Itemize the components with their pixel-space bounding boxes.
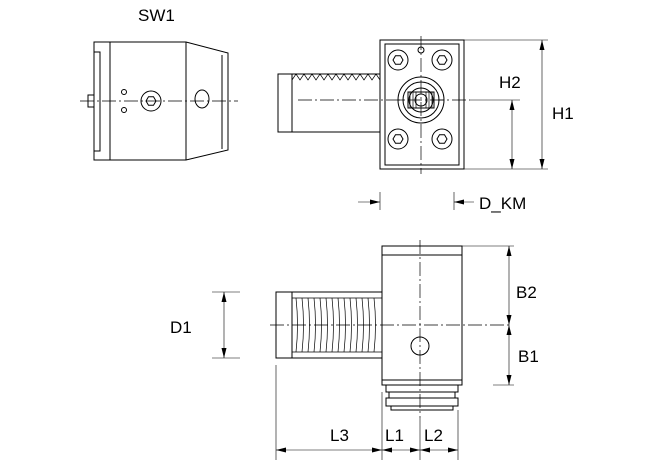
side-view-coolant-port xyxy=(194,89,210,109)
top-view: B2 B1 D1 L3 L1 L2 xyxy=(170,240,539,460)
front-view-body xyxy=(379,39,465,170)
front-view-bolt xyxy=(387,128,409,150)
front-view-bolt xyxy=(387,49,409,71)
b1-arrow-top xyxy=(506,325,512,335)
label-b1: B1 xyxy=(518,347,539,366)
side-view-hex-socket-icon xyxy=(145,96,157,106)
side-view-small-hole xyxy=(121,107,127,113)
front-view-body-inner xyxy=(384,43,460,166)
side-view-flange-lip xyxy=(93,51,101,152)
front-view-thread xyxy=(291,73,381,81)
l1-arrow-right xyxy=(410,447,420,453)
label-l1: L1 xyxy=(385,426,404,445)
l2-arrow-right xyxy=(448,447,458,453)
top-view-body xyxy=(381,245,463,386)
label-h2: H2 xyxy=(499,73,521,92)
b1-arrow-bottom xyxy=(506,375,512,385)
h1-arrow-bottom xyxy=(539,159,545,169)
side-view-small-hole xyxy=(121,89,127,95)
label-l3: L3 xyxy=(330,426,349,445)
d1-arrow-bottom xyxy=(221,348,227,358)
label-d-km: D_KM xyxy=(479,194,526,213)
label-b2: B2 xyxy=(516,283,537,302)
l3-arrow-right xyxy=(372,447,382,453)
label-d1: D1 xyxy=(170,318,192,337)
label-sw1: SW1 xyxy=(138,6,175,25)
front-view: H1 H2 D_KM xyxy=(277,36,574,213)
h1-arrow-top xyxy=(539,40,545,50)
label-l2: L2 xyxy=(424,426,443,445)
top-view-spindle-nose xyxy=(385,384,459,411)
d1-arrow-top xyxy=(221,292,227,302)
dkm-arrow-left xyxy=(370,199,380,205)
l3-arrow-left xyxy=(276,447,286,453)
b2-arrow-top xyxy=(506,246,512,256)
side-view: SW1 xyxy=(80,6,238,161)
h2-arrow-bottom xyxy=(509,159,515,169)
dkm-arrow-right xyxy=(454,199,464,205)
front-view-bolt xyxy=(431,49,453,71)
front-view-shank xyxy=(277,73,381,133)
side-view-screw-head xyxy=(140,90,162,112)
h2-arrow-top xyxy=(509,100,515,110)
front-view-bolt xyxy=(431,128,453,150)
l1-arrow-left xyxy=(382,447,392,453)
label-h1: H1 xyxy=(552,104,574,123)
b2-arrow-bottom xyxy=(506,315,512,325)
l2-arrow-left xyxy=(420,447,430,453)
